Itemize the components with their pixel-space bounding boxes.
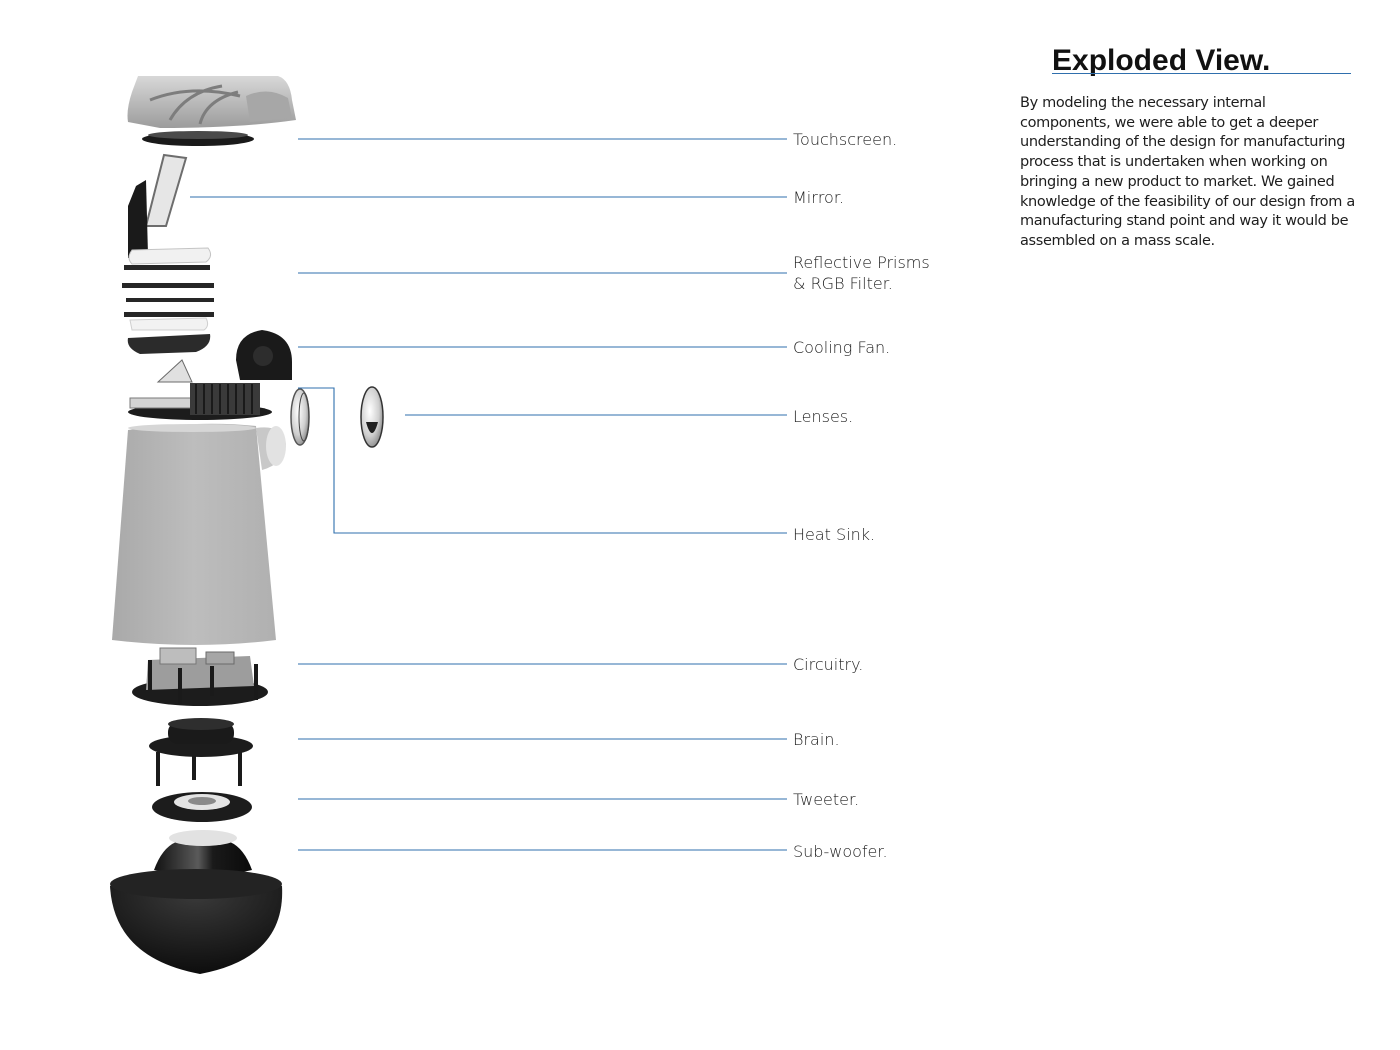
leader-lines <box>190 138 787 851</box>
description-text: By modeling the necessary internal compo… <box>1020 95 1355 249</box>
label-touchscreen: Touchscreen. <box>793 130 898 149</box>
title-underline <box>1052 73 1351 74</box>
page-title: Exploded View. <box>1052 44 1271 77</box>
brain-part <box>149 718 253 786</box>
bowl-base <box>110 869 283 974</box>
label-mirror: Mirror. <box>793 188 845 207</box>
leader-line-heat-sink <box>298 387 787 534</box>
label-tweeter: Tweeter. <box>793 790 860 809</box>
lens-1 <box>290 388 310 446</box>
cooling-fan-part <box>127 330 292 383</box>
tweeter-part <box>152 792 252 822</box>
heat-sink-part <box>128 383 272 420</box>
label-heat-sink: Heat Sink. <box>793 525 876 544</box>
subwoofer-part <box>154 830 252 876</box>
label-lenses: Lenses. <box>793 407 854 426</box>
top-cap <box>127 76 296 128</box>
label-cooling-fan: Cooling Fan. <box>793 338 891 357</box>
label-subwoofer: Sub-woofer. <box>793 842 888 861</box>
main-shell <box>112 423 286 645</box>
circuitry-part <box>132 647 268 706</box>
mirror-part <box>128 153 188 258</box>
label-prisms: Reflective Prisms & RGB Filter. <box>793 253 930 293</box>
lens-2 <box>360 386 384 448</box>
label-brain: Brain. <box>793 730 840 749</box>
prism-stack <box>122 247 214 331</box>
touchscreen-disc <box>142 131 254 146</box>
label-circuitry: Circuitry. <box>793 655 864 674</box>
